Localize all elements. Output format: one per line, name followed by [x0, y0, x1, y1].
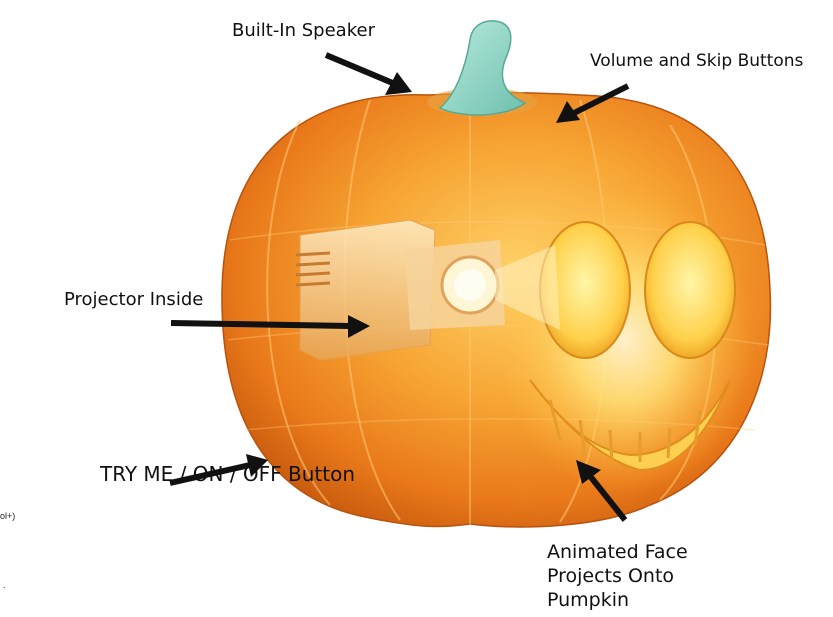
label-projector-inside: Projector Inside	[64, 289, 203, 310]
label-try-me-button: TRY ME / ON / OFF Button	[100, 462, 355, 486]
stem	[427, 21, 537, 116]
label-face-line3: Pumpkin	[547, 588, 747, 612]
arrow-speaker	[326, 55, 412, 95]
label-built-in-speaker: Built-In Speaker	[232, 20, 375, 41]
label-volume-skip-buttons: Volume and Skip Buttons	[590, 51, 803, 71]
label-face-line1: Animated Face	[547, 540, 747, 564]
left-edge-text: ol+)	[0, 511, 15, 521]
label-animated-face: Animated Face Projects Onto Pumpkin	[547, 540, 747, 612]
left-edge-dot: .	[3, 580, 6, 590]
label-face-line2: Projects Onto	[547, 564, 747, 588]
animated-face	[495, 185, 755, 495]
